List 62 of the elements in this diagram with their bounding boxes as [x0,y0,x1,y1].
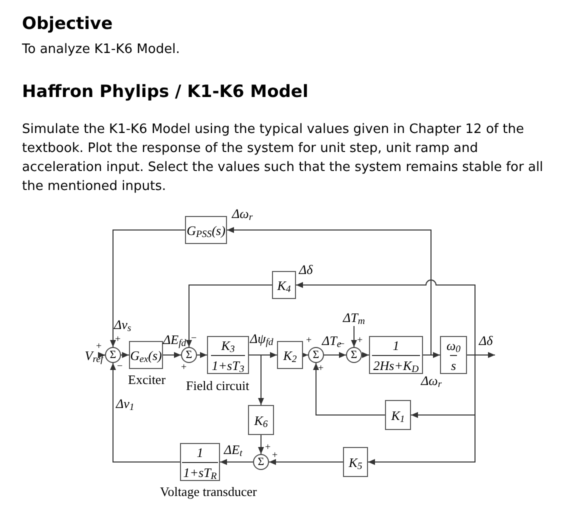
transfer-block: 1 1+sT$_{R}$ [180,443,220,481]
edge-label: ΔE$_{t}$ [224,443,242,456]
summing-junction: Σ [308,347,324,363]
signal-arrow [351,326,357,348]
edge-label: Δω$_{r}$ [232,207,253,220]
transfer-block: K$_{6}$ [248,405,274,435]
signal-arrow [220,459,254,465]
signal-arrow [258,434,264,454]
input-label: ΔT$_{m}$ [340,308,368,326]
signal-arrow [162,352,182,358]
edge-label: Δδ [299,263,313,276]
transfer-block: K$_{2}$ [277,341,303,369]
transfer-block: K$_{4}$ [272,271,296,299]
paragraph: Simulate the K1-K6 Model using the typical values given in Chapter 12 of the textbook. Plot the response of the system for unit step, unit ramp and acceleration input. Select the values such that the system remains stable for all the mentioned inputs. [22,121,544,196]
edge-label: ΔE$_{fd}$ [163,333,186,346]
transfer-block: 1 2Hs+K$_{D}$ [369,336,423,374]
sign-label: + [357,336,363,346]
sign-label: − [117,362,123,372]
summing-junction: Σ [181,347,197,363]
summing-junction: Σ [105,347,121,363]
signal-arrow [301,352,308,358]
transfer-block: G$_{ex}$(s) [129,341,163,369]
signal-arrow [110,362,180,462]
transfer-block: K$_{1}$ [385,400,411,430]
transfer-block: ω$_{0}$ s [440,336,467,374]
transfer-block: K$_{3}$ 1+sT$_{3}$ [207,336,249,374]
signal-arrow [226,227,432,356]
edge-label: Δv$_{s}$ [114,318,132,331]
sign-label: + [272,451,278,461]
sign-label: + [181,363,187,373]
signal-arrow [98,352,106,358]
sign-label: + [318,364,324,374]
sign-label: + [265,443,271,453]
signal-arrow [313,362,386,416]
edge-label: Δψ$_{fd}$ [250,332,274,345]
block-caption: Exciter [128,373,166,386]
signal-arrow [248,354,264,406]
heading: Objective [22,13,113,36]
signal-arrow [186,284,272,348]
summing-junction: Σ [346,347,362,363]
transfer-block: K$_{5}$ [343,447,368,477]
signal-arrow [368,354,476,465]
edge-label: ΔT$_{e}$ [322,334,342,347]
edge-label: Δδ [479,334,493,347]
sign-label: + [115,335,121,345]
signal-arrow [110,230,186,348]
section-heading: Haffron Phylips / K1-K6 Model [22,81,308,104]
block-caption: Field circuit [186,379,250,392]
edge-label: Δv$_{1}$ [116,397,134,410]
transfer-block: G$_{PSS}$(s) [185,216,227,244]
paragraph: To analyze K1-K6 Model. [22,41,180,59]
signal-arrow [324,352,346,358]
edge-label: Δω$_{r}$ [421,374,442,387]
signal-arrow [362,352,370,358]
sign-label: − [191,334,197,344]
block-caption: Voltage transducer [160,485,257,498]
summing-junction: Σ [253,454,269,470]
signal-arrow [120,352,130,358]
signal-arrow [196,352,208,358]
signal-arrow [296,280,476,356]
sign-label: + [306,336,312,346]
signal-arrow [268,459,344,465]
